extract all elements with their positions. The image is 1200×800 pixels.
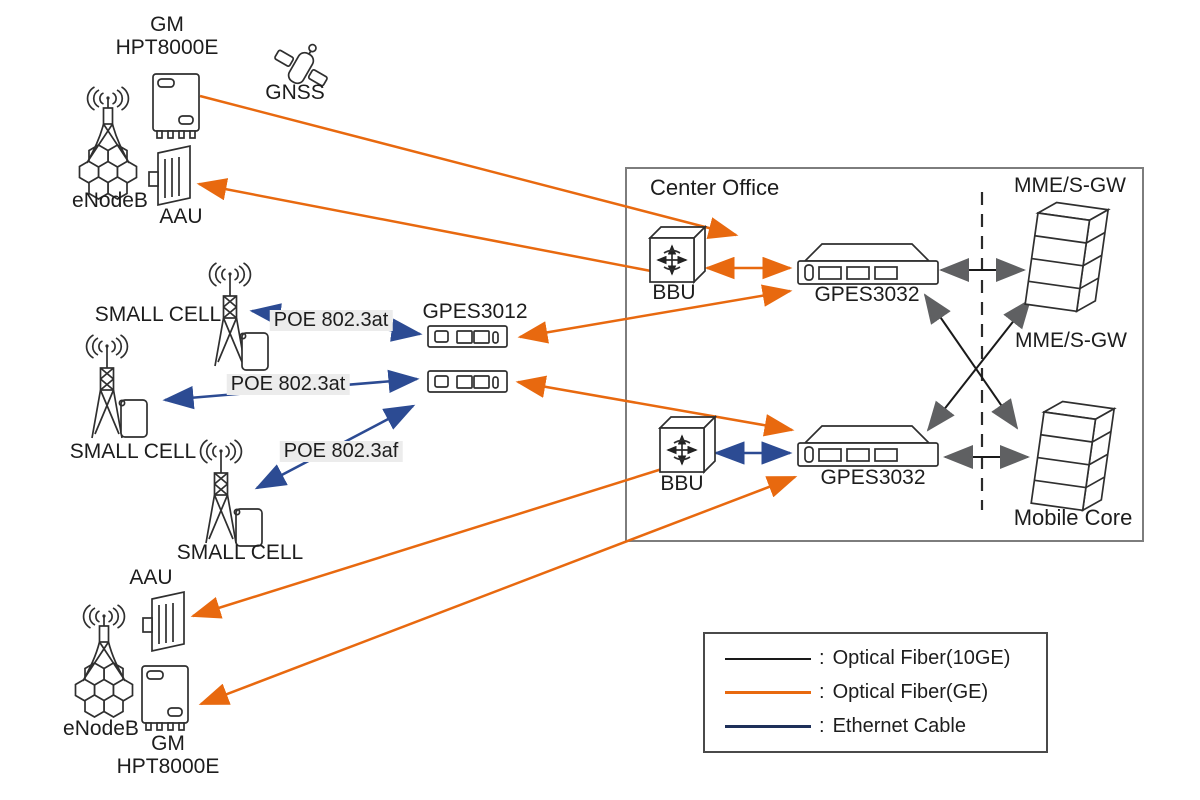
aau-top-icon <box>148 145 191 206</box>
enodeb-bottom-icon <box>76 605 133 717</box>
enodeb-top-icon <box>80 87 137 199</box>
center-office-label: Center Office <box>650 175 780 200</box>
gpes3012-unit-1-icon <box>427 325 508 348</box>
edge-gm-top-gpes3032-top <box>199 94 739 239</box>
legend-separator: : <box>819 681 825 703</box>
mme-sgw-mid-label: MME/S-GW <box>1015 329 1127 352</box>
gm-top-label-line1: GM <box>150 13 184 36</box>
gpes3032-top-icon <box>797 243 939 285</box>
small-cell-2-unit-icon <box>118 399 148 438</box>
gpes3032-top-label: GPES3032 <box>814 283 920 306</box>
legend-label-10ge: Optical Fiber(10GE) <box>832 647 1011 669</box>
edge-gpes3032-top-mobile-core <box>923 293 1019 430</box>
small-cell-1-unit-icon <box>239 332 269 371</box>
bbu-bottom-label: BBU <box>660 472 704 495</box>
small-cell-3-label: SMALL CELL <box>176 541 304 564</box>
poe-802-3at-1-label: POE 802.3at <box>269 310 393 331</box>
center-office-box <box>625 167 1144 542</box>
optical-fiber-ge-links <box>190 94 798 706</box>
bbu-top-label: BBU <box>652 281 696 304</box>
legend-line-ge-swatch <box>725 691 811 694</box>
legend-line-ethernet-swatch <box>725 725 811 728</box>
gm-bottom-label-line1: GM <box>151 732 185 755</box>
edge-bbu-top-aau-top <box>196 178 652 273</box>
legend-label-ethernet: Ethernet Cable <box>832 715 966 737</box>
gm-hpt8000e-top-icon <box>152 73 200 139</box>
edge-gpes3012-2-gpes3032-bottom <box>515 375 795 437</box>
gpes3032-bottom-label: GPES3032 <box>820 466 926 489</box>
legend-row-optical-fiber-ge: : Optical Fiber(GE) <box>725 681 1046 704</box>
enodeb-top-label: eNodeB <box>72 189 148 212</box>
small-cell-1-label: SMALL CELL <box>94 303 222 326</box>
legend-separator: : <box>819 647 825 669</box>
gpes3012-label: GPES3012 <box>422 300 528 323</box>
legend-separator: : <box>819 715 825 737</box>
aau-bottom-icon <box>142 591 185 652</box>
legend-label-ge: Optical Fiber(GE) <box>832 681 989 703</box>
bbu-bottom-icon <box>660 417 715 472</box>
gm-top-label-line2: HPT8000E <box>115 36 219 59</box>
edge-gpes3012-1-gpes3032-top <box>517 284 793 344</box>
poe-802-3af-label: POE 802.3af <box>279 441 403 462</box>
small-cell-2-label: SMALL CELL <box>69 440 197 463</box>
mobile-core-label: Mobile Core <box>1013 505 1133 530</box>
edge-gm-bottom-gpes3032-bottom <box>198 475 798 706</box>
legend-row-ethernet-cable: : Ethernet Cable <box>725 715 1046 738</box>
legend-line-10ge-swatch <box>725 657 811 660</box>
edge-gpes3032-bottom-mme <box>926 298 1032 432</box>
bbu-top-icon <box>650 227 705 282</box>
enodeb-bottom-label: eNodeB <box>63 717 139 740</box>
legend-row-optical-fiber-10ge: : Optical Fiber(10GE) <box>725 647 1046 670</box>
gpes3012-unit-2-icon <box>427 370 508 393</box>
gm-bottom-label-line2: HPT8000E <box>116 755 220 778</box>
mobile-core-server-icon <box>1030 398 1115 514</box>
poe-802-3at-2-label: POE 802.3at <box>226 374 350 395</box>
aau-top-label: AAU <box>159 205 203 228</box>
gpes3032-bottom-icon <box>797 425 939 467</box>
mme-sgw-top-label: MME/S-GW <box>1014 174 1126 197</box>
gm-hpt8000e-bottom-icon <box>141 665 189 731</box>
optical-fiber-10ge-links <box>923 258 1032 469</box>
mme-sgw-server-icon <box>1024 199 1109 315</box>
aau-bottom-label: AAU <box>129 566 173 589</box>
legend-box: : Optical Fiber(10GE) : Optical Fiber(GE… <box>703 632 1048 753</box>
gnss-label: GNSS <box>265 81 325 104</box>
